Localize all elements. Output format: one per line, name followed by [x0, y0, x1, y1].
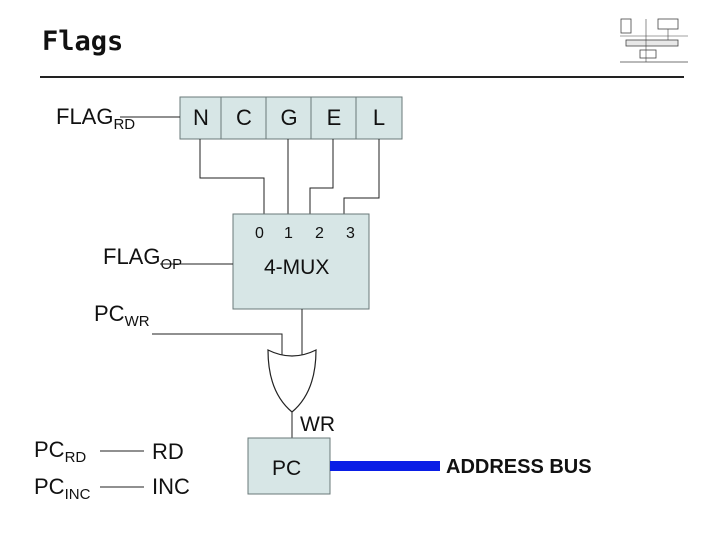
pc-register-label: PC	[272, 457, 302, 480]
mux-input-1: 1	[284, 225, 293, 242]
flag-op-label: FLAGOP	[103, 244, 183, 273]
flag-g-cell: G	[280, 105, 298, 130]
address-bus-line	[330, 461, 440, 471]
address-bus-label: ADDRESS BUS	[446, 456, 592, 478]
pc-wr-wire	[152, 333, 283, 356]
flag-e-cell: E	[326, 105, 342, 130]
slide-title: Flags	[42, 26, 124, 57]
pc-rd-signal-label: PCRD	[34, 437, 87, 466]
pc-register-box	[247, 437, 331, 495]
flag-n-cell: N	[193, 105, 209, 130]
mux-input-3: 3	[346, 225, 355, 242]
flag-l-wire	[343, 139, 380, 214]
or-gate	[267, 349, 317, 413]
mux-box	[232, 213, 370, 310]
pc-wr-label: PCWR	[94, 301, 150, 330]
flag-l-cell: L	[372, 105, 386, 130]
title-divider	[40, 76, 684, 78]
flag-c-cell: C	[236, 105, 252, 130]
pc-inc-port-label: INC	[152, 474, 190, 499]
flag-e-wire	[309, 139, 334, 214]
pc-rd-port-label: RD	[152, 439, 184, 464]
flag-n-wire	[199, 139, 265, 214]
mux-label: 4-MUX	[264, 256, 330, 279]
flag-rd-label: FLAGRD	[56, 104, 136, 133]
mux-input-2: 2	[315, 225, 324, 242]
flags-register-box	[179, 96, 403, 140]
pc-inc-signal-label: PCINC	[34, 474, 91, 503]
wr-label: WR	[300, 413, 335, 436]
circuit-thumbnail-icon	[620, 18, 688, 63]
mux-input-0: 0	[255, 225, 264, 242]
